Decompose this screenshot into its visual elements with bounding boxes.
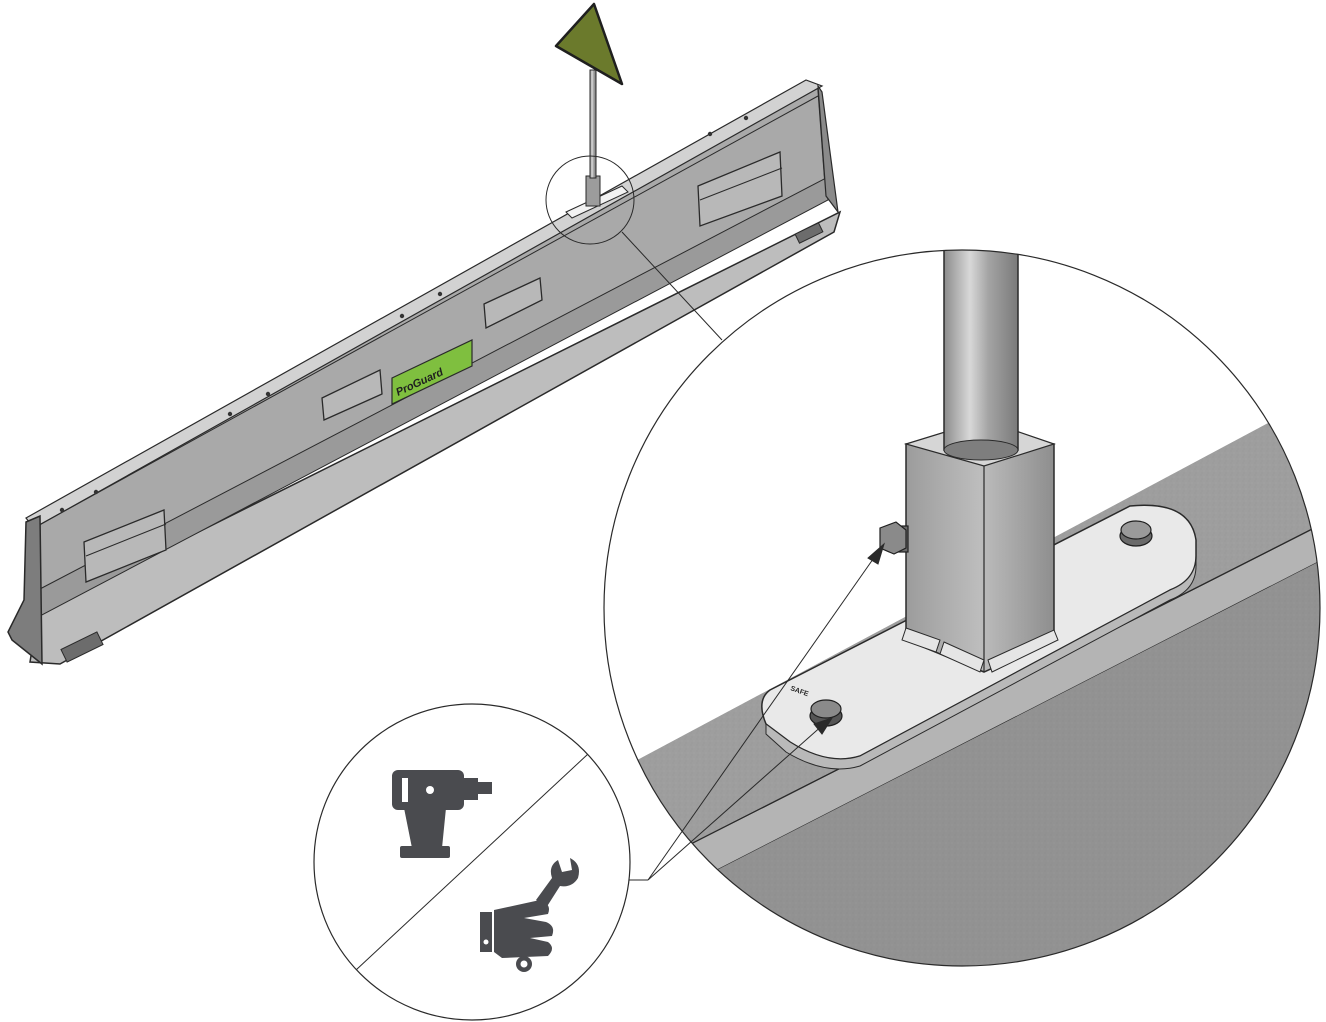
tool-arrows bbox=[628, 542, 885, 881]
base-bolt-front bbox=[809, 699, 843, 727]
power-drill-icon bbox=[392, 770, 492, 858]
tools-divider bbox=[355, 753, 589, 971]
barrier: ProGuard bbox=[7, 2, 842, 666]
slot-2 bbox=[321, 369, 383, 421]
top-holes bbox=[59, 115, 749, 513]
tools-callout bbox=[313, 703, 631, 1021]
detail-connector bbox=[621, 231, 723, 341]
barrier-left-end bbox=[7, 514, 43, 666]
warning-sign bbox=[554, 2, 624, 86]
barrier-left-foot bbox=[60, 631, 104, 663]
barrier-right-foot bbox=[794, 222, 824, 244]
mount-sleeve-small bbox=[585, 175, 601, 207]
barrier-slots bbox=[83, 151, 783, 583]
arrow-base-bolt bbox=[813, 717, 834, 735]
base-bolt-back bbox=[1119, 520, 1153, 547]
side-bolt bbox=[879, 521, 909, 555]
sign-pole bbox=[589, 69, 597, 179]
detail-callout: SAFE bbox=[604, 250, 1320, 966]
hand-wrench-icon bbox=[480, 858, 579, 972]
detail-circle-outline bbox=[603, 249, 1321, 967]
arrow-side-bolt bbox=[867, 542, 885, 565]
sign-pole-detail bbox=[943, 250, 1019, 461]
slot-3 bbox=[483, 277, 543, 330]
detail-source-circle bbox=[545, 155, 635, 245]
slot-1 bbox=[83, 509, 167, 583]
slot-4 bbox=[697, 151, 783, 227]
barrier-right-end bbox=[817, 83, 839, 215]
